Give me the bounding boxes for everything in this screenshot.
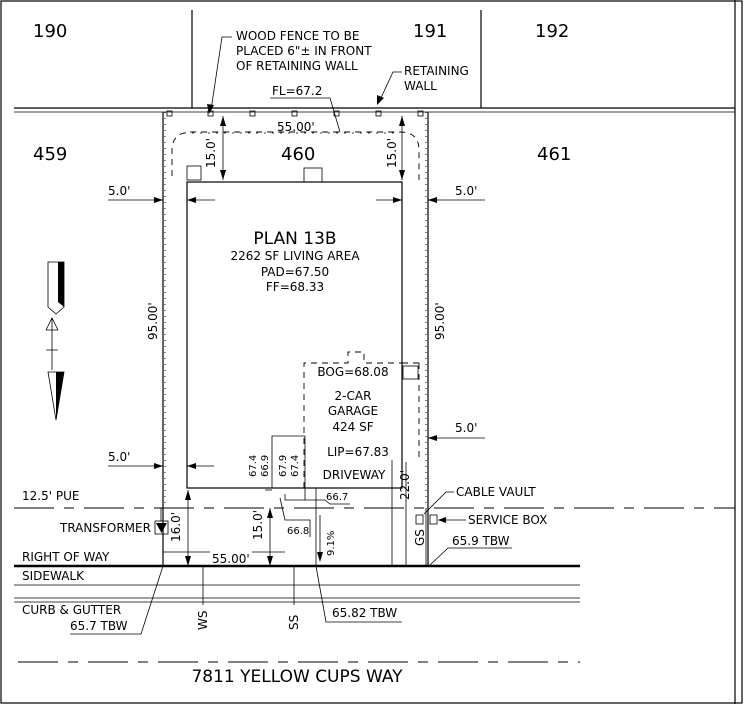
depth-left-dim: 95.00' <box>146 302 160 340</box>
depth-right-dim: 95.00' <box>433 302 447 340</box>
service-box-label: SERVICE BOX <box>468 513 547 527</box>
fence-note-3: OF RETAINING WALL <box>236 59 358 73</box>
fence-note-2: PLACED 6"± IN FRONT <box>236 44 372 58</box>
tbw-6582-label: 65.82 TBW <box>332 606 397 620</box>
garage-outline-dashed <box>303 351 402 488</box>
lot-460: 460 <box>281 144 315 165</box>
ws-label: WS <box>196 611 210 630</box>
retaining-note-1: RETAINING <box>404 64 469 78</box>
rear-setback-right: 15.0' <box>385 138 399 168</box>
garage-line-3: 424 SF <box>332 420 373 434</box>
ss-label: SS <box>287 615 301 630</box>
grade-667-leader <box>305 499 350 505</box>
side-bottom-right-dim: 5.0' <box>455 421 477 435</box>
grade-668: 66.8 <box>287 526 309 537</box>
ff-elevation: FF=68.33 <box>266 280 324 294</box>
driveway-depth-dim: 22.0' <box>398 470 412 500</box>
fl-elevation: FL=67.2 <box>272 84 322 98</box>
rear-swale-line <box>171 131 420 180</box>
living-area: 2262 SF LIVING AREA <box>230 249 360 263</box>
fence-note-1: WOOD FENCE TO BE <box>236 29 359 43</box>
garage-line-1: 2-CAR <box>335 389 372 403</box>
transformer-icon <box>156 523 167 533</box>
lip-elevation: LIP=67.83 <box>327 445 389 459</box>
fence-leader <box>210 36 232 111</box>
pad-elevation: PAD=67.50 <box>261 265 329 279</box>
lot-192: 192 <box>535 21 569 42</box>
north-arrow-icon <box>45 261 65 421</box>
grade-674a: 67.4 <box>248 455 259 477</box>
garage-line-2: GARAGE <box>328 404 378 418</box>
front-setback-dim: 15.0' <box>251 510 265 540</box>
tbw-6582-leader <box>315 565 402 623</box>
rear-setback-left: 15.0' <box>204 138 218 168</box>
cable-vault-icon <box>415 514 424 525</box>
plan-name: PLAN 13B <box>253 229 336 249</box>
fl-leader <box>270 97 341 133</box>
side-bottom-left-dim: 5.0' <box>108 450 130 464</box>
tbw-659-leader <box>429 547 512 566</box>
transformer-label: TRANSFORMER <box>59 521 151 535</box>
lot-461: 461 <box>537 144 571 165</box>
curb-leader <box>70 565 164 635</box>
pue-depth-dim: 16.0' <box>169 512 183 542</box>
grade-667: 66.7 <box>326 492 348 503</box>
grade-679: 67.9 <box>278 455 289 477</box>
retaining-leader <box>379 71 402 101</box>
side-top-left-dim: 5.0' <box>108 184 130 198</box>
pue-label: 12.5' PUE <box>22 489 79 503</box>
vent-top <box>303 167 323 183</box>
house-footprint <box>186 181 403 489</box>
gs-label: GS <box>413 529 427 546</box>
service-box-icon <box>429 514 438 525</box>
lot-459: 459 <box>33 144 67 165</box>
right-of-way-label: RIGHT OF WAY <box>22 550 110 564</box>
curb-label-2: 65.7 TBW <box>70 619 128 633</box>
side-top-right-dim: 5.0' <box>455 184 477 198</box>
slope-label: 9.1% <box>326 531 337 556</box>
driveway-label: DRIVEWAY <box>323 468 386 482</box>
rear-width-dim: 55.00' <box>277 120 315 134</box>
cable-vault-leader <box>423 491 454 515</box>
cable-vault-label: CABLE VAULT <box>456 485 536 499</box>
grade-668-leader <box>279 497 311 537</box>
bog-elevation: BOG=68.08 <box>317 365 388 379</box>
porch-outline <box>271 435 306 501</box>
retaining-note-2: WALL <box>404 79 437 93</box>
street-address: 7811 YELLOW CUPS WAY <box>191 667 403 687</box>
garage-side-box <box>402 365 419 380</box>
tbw-659-label: 65.9 TBW <box>452 534 510 548</box>
lot-190: 190 <box>33 21 67 42</box>
fence-leader-arrow <box>207 104 214 114</box>
grade-674b: 67.4 <box>290 455 301 477</box>
retaining-leader-arrow <box>377 95 384 105</box>
curb-label-1: CURB & GUTTER <box>22 603 121 617</box>
front-width-dim: 55.00' <box>212 552 250 566</box>
ac-pad-left <box>186 165 202 181</box>
grade-669: 66.9 <box>260 455 271 477</box>
sidewalk-label: SIDEWALK <box>22 569 85 583</box>
lot-191: 191 <box>413 21 447 42</box>
